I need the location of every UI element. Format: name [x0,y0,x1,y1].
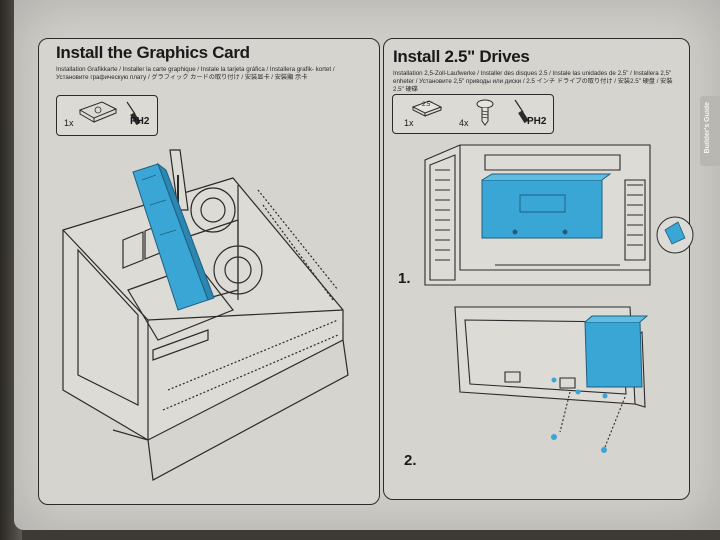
drive-size-label: 2.5" [422,102,433,108]
screwdriver-icon [514,99,529,124]
graphics-card-blue [132,162,215,311]
graphics-card-icon [78,101,118,123]
drive-bracket-blue [481,173,612,239]
zoom-detail [656,216,694,254]
screw-qty: 4x [459,118,469,128]
tool-ph2-label: PH2 [527,116,547,127]
graphics-card-case-illustration [62,149,349,481]
drives-subtitle: Installation 2,5-Zoll-Laufwerke / Instal… [393,70,673,94]
ssd-icon [411,100,443,117]
step-1-label: 1. [398,270,411,287]
graphics-card-subtitle: Installation Grafikkarte / Installer la … [56,66,335,82]
side-tab-label: Builder's Guide [704,102,711,154]
side-tab: Builder's Guide [700,96,720,166]
drives-tools: 1x 2.5" 4x PH2 [392,94,554,134]
step-2-label: 2. [404,452,417,469]
graphics-card-title: Install the Graphics Card [56,43,250,62]
tool-qty: 1x [64,118,74,128]
screwdriver-icon [126,101,141,126]
tool-ph2-label: PH2 [130,116,150,127]
drive-step2-illustration [454,306,649,453]
graphics-card-tools: 1x PH2 [56,95,158,136]
ssd-drive-blue [551,315,649,453]
drive-step1-illustration [424,144,694,286]
drive-qty: 1x [404,118,414,128]
screw-icon [476,99,494,126]
drives-title: Install 2.5" Drives [393,47,530,66]
